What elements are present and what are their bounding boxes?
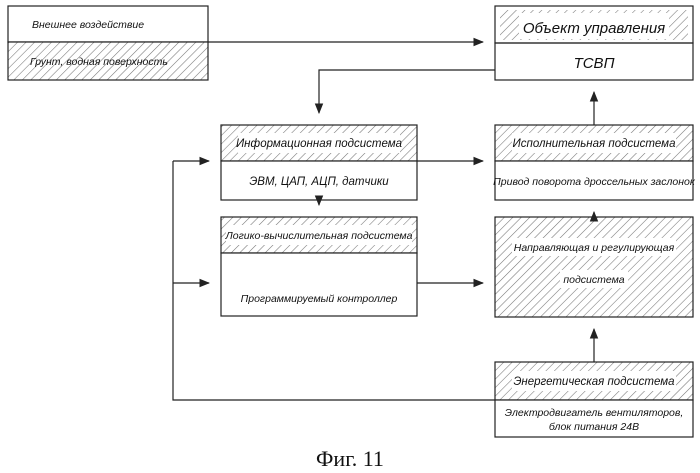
object-to-info-arrow <box>319 70 495 113</box>
logic-subsystem-block: Логико-вычислительная подсистема Програм… <box>221 217 417 316</box>
tsvp-label: ТСВП <box>574 55 615 72</box>
programmable-controller-label: Программируемый контроллер <box>241 293 398 305</box>
information-subsystem-label: Информационная подсистема <box>236 138 402 150</box>
power-supply-label: блок питания 24В <box>549 421 639 433</box>
executive-subsystem-label: Исполнительная подсистема <box>513 138 676 150</box>
control-object-block: Объект управления ТСВП <box>495 6 693 80</box>
guiding-subsystem-label-line1: Направляющая и регулирующая <box>514 242 675 254</box>
energy-subsystem-block: Энергетическая подсистема Электродвигате… <box>495 362 693 437</box>
computer-dac-adc-sensors-label: ЭВМ, ЦАП, АЦП, датчики <box>249 176 389 188</box>
figure-caption: Фиг. 11 <box>316 446 384 471</box>
ground-water-surface-label: Грунт, водная поверхность <box>30 56 168 68</box>
control-object-label: Объект управления <box>523 20 665 37</box>
information-subsystem-block: Информационная подсистема ЭВМ, ЦАП, АЦП,… <box>221 125 417 200</box>
external-influence-block: Внешнее воздействие Грунт, водная поверх… <box>8 6 208 80</box>
guiding-subsystem-label-line2: подсистема <box>563 274 624 286</box>
throttle-drive-label: Привод поворота дроссельных заслонок <box>493 176 696 188</box>
executive-subsystem-block: Исполнительная подсистема Привод поворот… <box>493 125 696 200</box>
fan-motor-label: Электродвигатель вентиляторов, <box>505 407 684 419</box>
logic-subsystem-label: Логико-вычислительная подсистема <box>225 230 413 242</box>
energy-subsystem-label: Энергетическая подсистема <box>513 376 674 388</box>
external-influence-label: Внешнее воздействие <box>32 19 144 31</box>
guiding-subsystem-block: Направляющая и регулирующая подсистема <box>495 217 693 317</box>
